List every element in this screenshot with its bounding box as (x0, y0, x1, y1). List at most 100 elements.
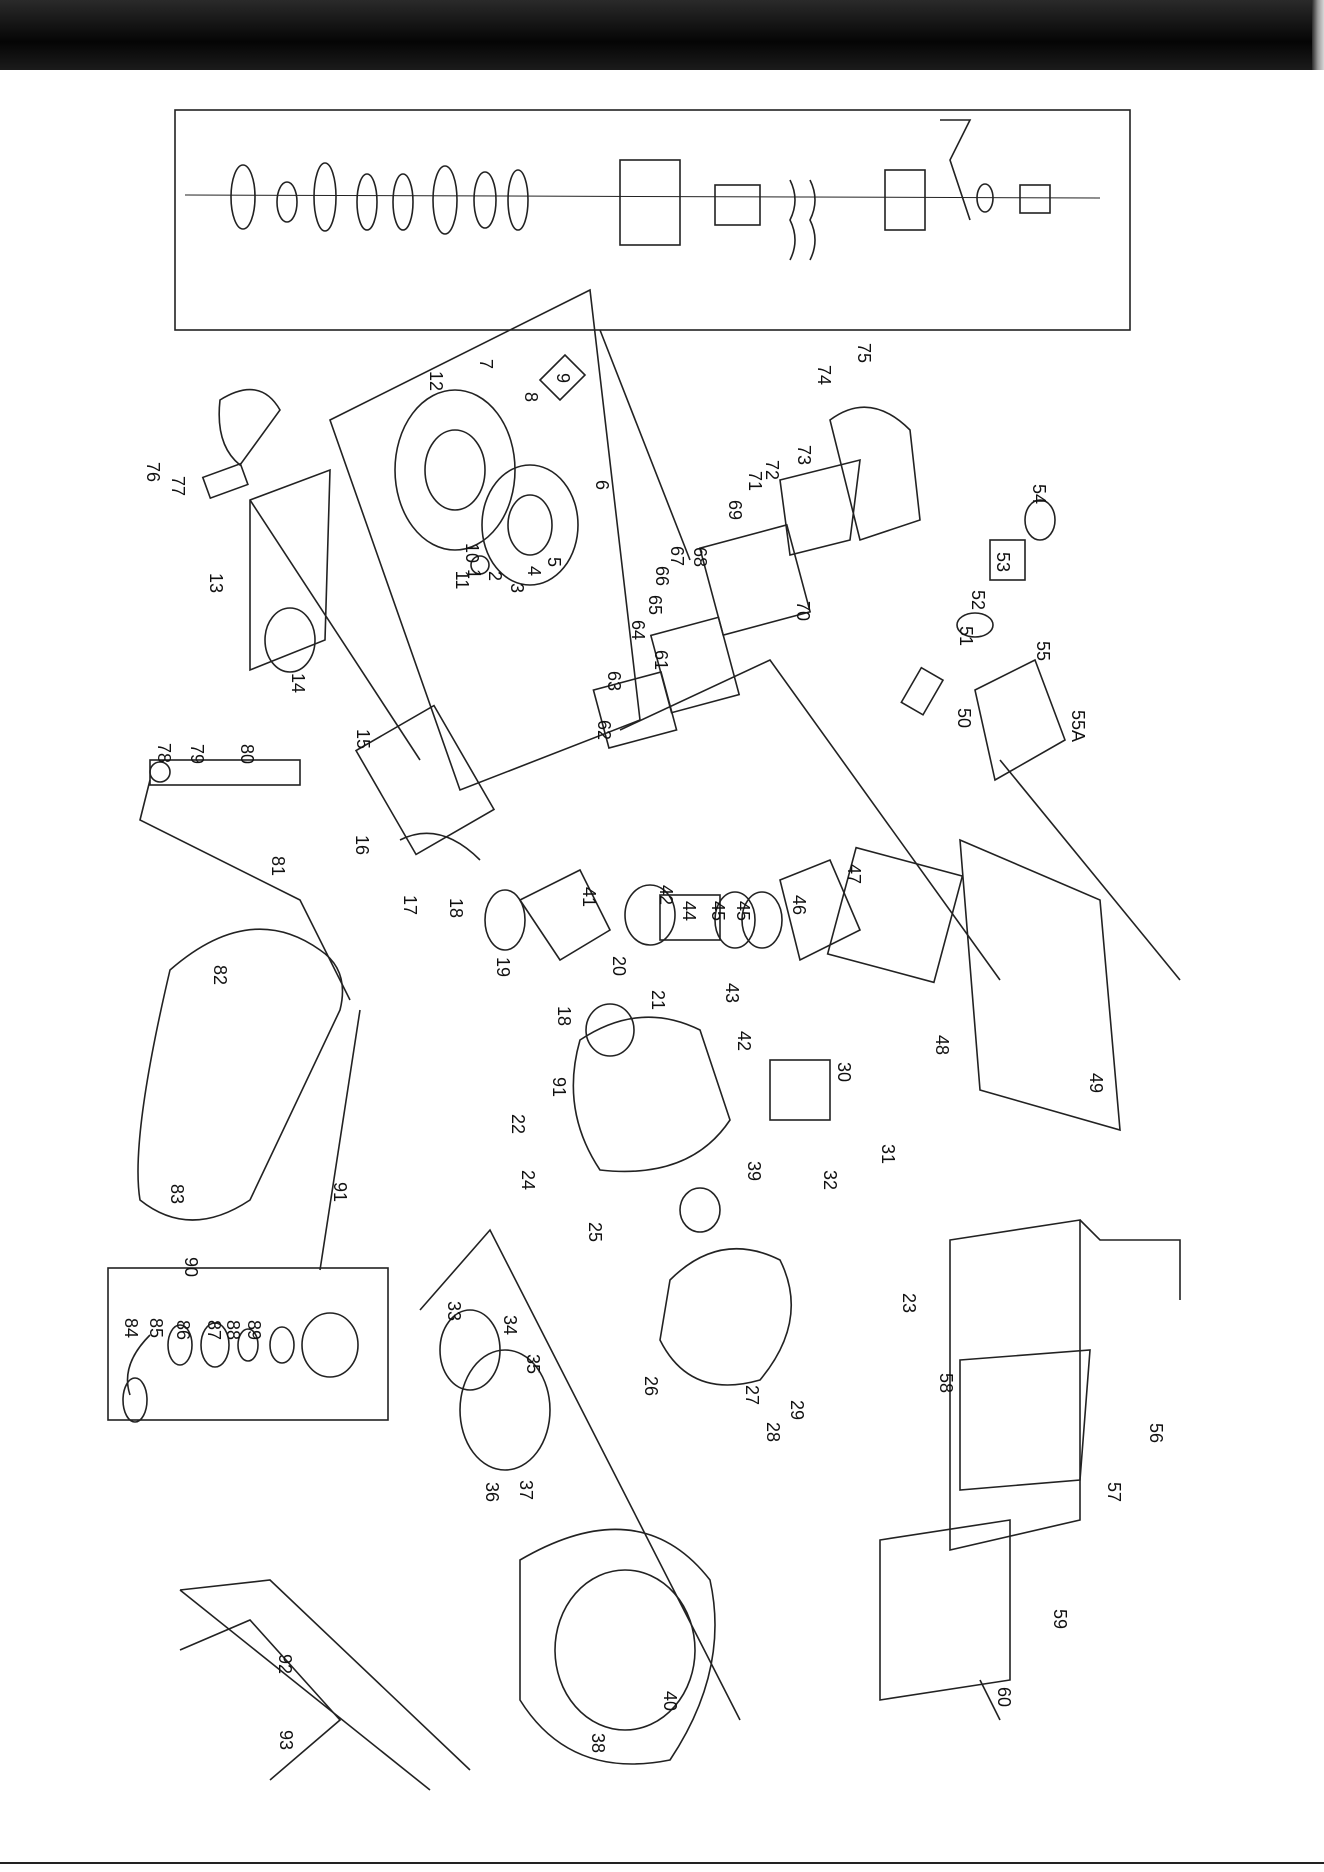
part-label-33: 33 (444, 1301, 464, 1321)
part-label-68: 68 (690, 547, 710, 567)
part-label-37: 37 (516, 1480, 536, 1500)
part-label-87: 87 (204, 1320, 224, 1340)
part-label-41: 41 (579, 887, 599, 907)
engine-core-parts (520, 840, 1120, 1385)
part-label-27: 27 (742, 1385, 762, 1405)
part-label-17: 17 (400, 895, 420, 915)
part-label-28: 28 (763, 1422, 783, 1442)
carb-leader (620, 660, 1000, 980)
part-label-19: 19 (493, 957, 513, 977)
part-label-14: 14 (288, 673, 308, 693)
part-label-13: 13 (206, 573, 226, 593)
part-label-84: 84 (121, 1318, 141, 1338)
part-label-89: 89 (244, 1320, 264, 1340)
part-label-32: 32 (820, 1170, 840, 1190)
carburetor-inset-parts (185, 120, 1100, 260)
part-label-47: 47 (844, 864, 864, 884)
starter-parts (395, 355, 585, 585)
part-label-78: 78 (154, 743, 174, 763)
part-label-15: 15 (353, 729, 373, 749)
part-label-90: 90 (181, 1257, 201, 1277)
part-label-45: 45 (733, 901, 753, 921)
part-label-66: 66 (652, 566, 672, 586)
part-label-53: 53 (993, 552, 1013, 572)
part-label-79: 79 (187, 744, 207, 764)
primer-leader (320, 1010, 360, 1270)
carburetor-inset-box (175, 110, 1130, 330)
part-label-65: 65 (645, 595, 665, 615)
part-label-2: 2 (485, 571, 505, 581)
part-label-51: 51 (956, 626, 976, 646)
part-label-23: 23 (899, 1293, 919, 1313)
part-label-69: 69 (725, 500, 745, 520)
primer-inset-box (108, 1268, 388, 1420)
page-footer-rule (0, 1862, 1324, 1864)
part-label-20: 20 (609, 956, 629, 976)
muffler-leader (1000, 760, 1180, 980)
part-label-91: 91 (330, 1182, 350, 1202)
part-label-61: 61 (651, 650, 671, 670)
part-label-60: 60 (994, 1687, 1014, 1707)
part-label-7: 7 (476, 359, 496, 369)
part-label-83: 83 (167, 1184, 187, 1204)
part-label-42: 42 (734, 1031, 754, 1051)
part-label-29: 29 (787, 1400, 807, 1420)
part-label-52: 52 (968, 590, 988, 610)
part-label-3: 3 (507, 583, 527, 593)
part-label-25: 25 (585, 1222, 605, 1242)
part-label-43: 43 (722, 983, 742, 1003)
part-label-82: 82 (210, 965, 230, 985)
handle-leader (250, 500, 420, 760)
part-label-57: 57 (1104, 1482, 1124, 1502)
inset-leader-line (600, 330, 690, 560)
part-label-76: 76 (143, 462, 163, 482)
part-label-55A: 55A (1068, 710, 1088, 742)
part-label-12: 12 (426, 371, 446, 391)
part-label-85: 85 (146, 1318, 166, 1338)
part-label-46: 46 (789, 895, 809, 915)
part-label-56: 56 (1146, 1423, 1166, 1443)
part-label-18: 18 (446, 898, 466, 918)
part-label-35: 35 (523, 1354, 543, 1374)
part-label-50: 50 (954, 708, 974, 728)
part-label-59: 59 (1050, 1609, 1070, 1629)
part-label-92: 92 (275, 1654, 295, 1674)
part-label-9: 9 (553, 373, 573, 383)
muffler-frame-line (1080, 1220, 1180, 1300)
part-label-5: 5 (544, 557, 564, 567)
part-label-40: 40 (660, 1691, 680, 1711)
part-label-30: 30 (834, 1062, 854, 1082)
part-label-80: 80 (237, 744, 257, 764)
part-label-6: 6 (592, 480, 612, 490)
part-label-81: 81 (268, 856, 288, 876)
part-label-64: 64 (628, 620, 648, 640)
handle-parts (203, 390, 330, 672)
carburetor-parts (593, 407, 920, 748)
part-label-24: 24 (518, 1170, 538, 1190)
part-label-21: 21 (648, 990, 668, 1010)
part-label-16: 16 (352, 835, 372, 855)
part-label-39: 39 (744, 1161, 764, 1181)
part-label-44: 44 (679, 901, 699, 921)
part-label-49: 49 (1086, 1073, 1106, 1093)
part-label-77: 77 (168, 476, 188, 496)
part-label-34: 34 (500, 1315, 520, 1335)
bracket-frame-line (180, 1580, 470, 1770)
part-label-31: 31 (878, 1144, 898, 1164)
part-label-8: 8 (521, 392, 541, 402)
part-label-75: 75 (854, 343, 874, 363)
part-label-88: 88 (223, 1320, 243, 1340)
part-label-58: 58 (936, 1373, 956, 1393)
part-label-91: 91 (549, 1077, 569, 1097)
fuel-leader (140, 780, 350, 1000)
part-label-54: 54 (1029, 484, 1049, 504)
shaft-bracket-parts (180, 1590, 430, 1790)
part-label-36: 36 (482, 1482, 502, 1502)
part-label-4: 4 (524, 566, 544, 576)
part-label-18: 18 (554, 1006, 574, 1026)
clutch-parts (420, 1230, 740, 1764)
part-label-48: 48 (932, 1035, 952, 1055)
part-label-71: 71 (745, 471, 765, 491)
part-label-11: 11 (452, 571, 472, 590)
